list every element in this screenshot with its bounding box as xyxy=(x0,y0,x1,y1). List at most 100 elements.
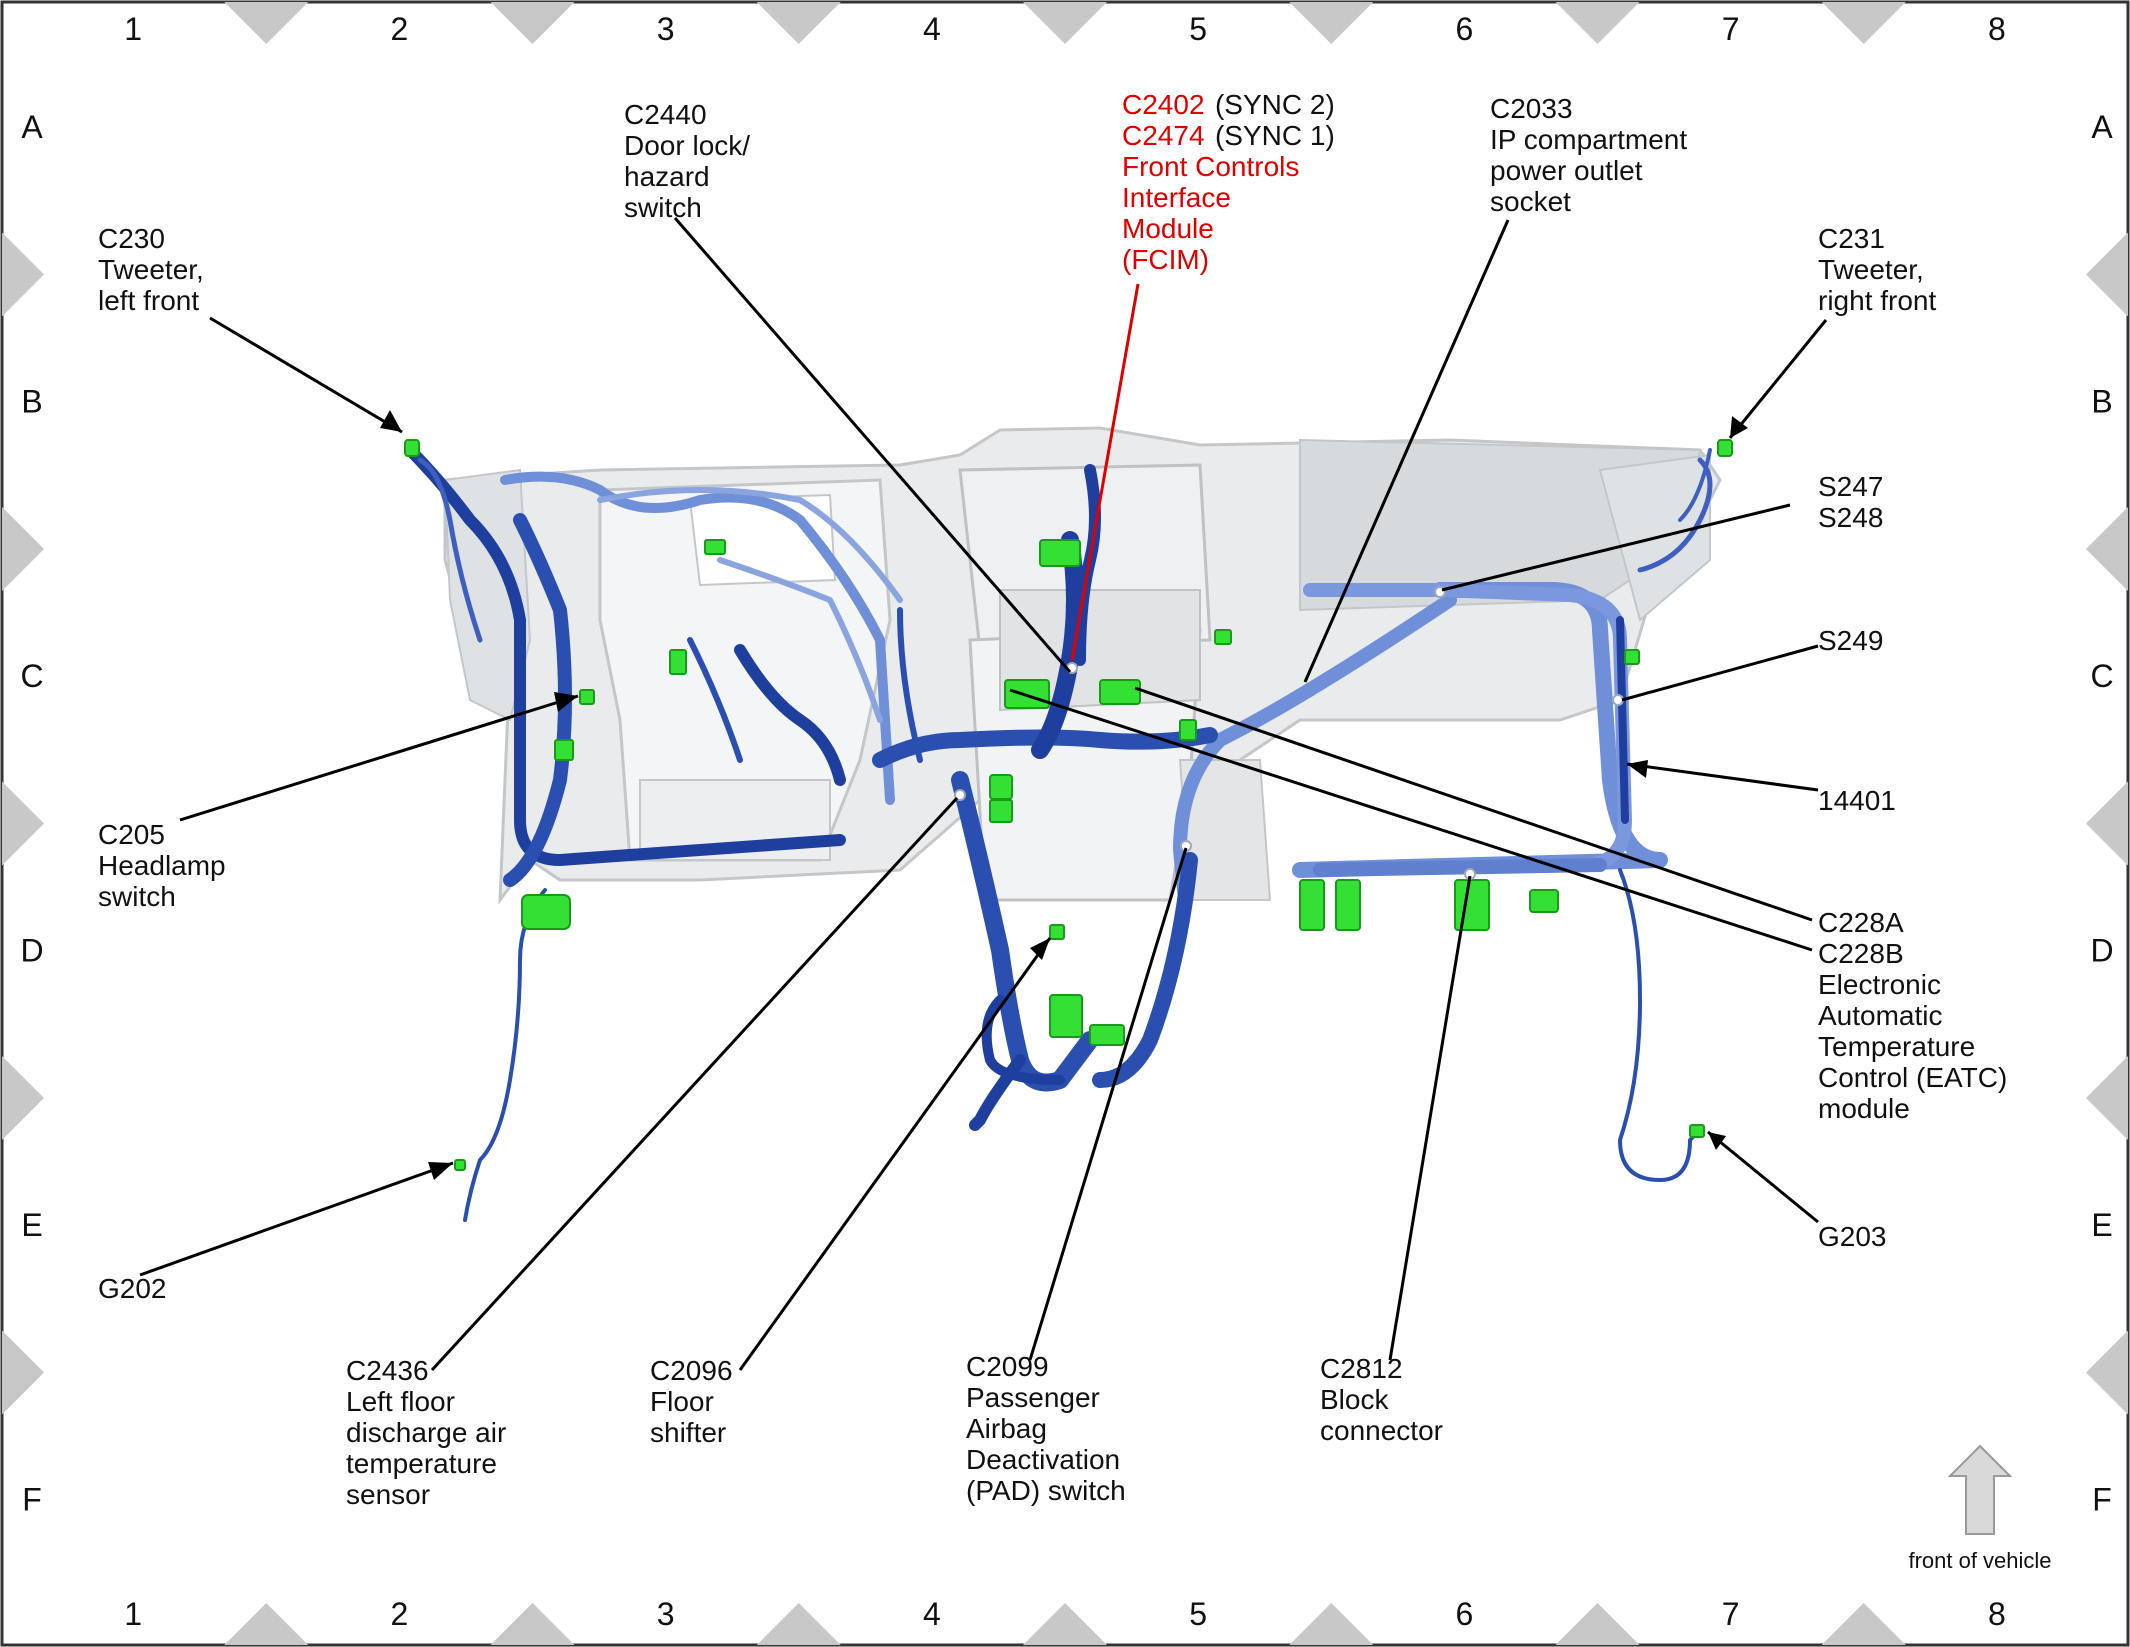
leader-fcim xyxy=(1070,283,1140,661)
border-marker-left-3 xyxy=(2,781,44,866)
connector-cluster-a xyxy=(669,649,687,675)
callout-fcim-line-3: Front Controls xyxy=(1122,151,1299,182)
callout-c2033: C2033 IP compartment power outlet socket xyxy=(1490,93,1687,217)
border-marker-left-2 xyxy=(2,507,44,591)
callout-fcim-line-5: Module xyxy=(1122,213,1214,244)
connector-s249 xyxy=(1624,649,1640,665)
border-marker-top-2 xyxy=(490,2,575,44)
border-marker-right-4 xyxy=(2086,1056,2128,1140)
callout-c2440-line-2: Door lock/ xyxy=(624,130,750,161)
arrowhead-c231 xyxy=(1730,416,1748,438)
border-marker-top-5 xyxy=(1289,2,1374,44)
splice-s249 xyxy=(1612,694,1624,706)
callout-c228-line-1: C228A xyxy=(1818,907,1904,938)
connector-c2812-c xyxy=(1454,879,1490,931)
border-marker-right-1 xyxy=(2086,232,2128,317)
grid-row-right-F: F xyxy=(2092,1482,2112,1518)
callout-s249: S249 xyxy=(1818,625,1883,656)
border-marker-top-1 xyxy=(224,2,309,44)
grid-col-top-2: 2 xyxy=(390,11,408,47)
callout-c231: C231 Tweeter, right front xyxy=(1818,223,1936,316)
callout-c2096-line-1: C2096 xyxy=(650,1355,733,1386)
connector-g203 xyxy=(1689,1124,1705,1138)
grid-row-right-C: C xyxy=(2090,658,2113,694)
callout-c2812-line-3: connector xyxy=(1320,1415,1443,1446)
connector-center-lower xyxy=(989,799,1013,823)
arrowhead-c230 xyxy=(380,410,402,432)
callout-c2440: C2440 Door lock/ hazard switch xyxy=(624,99,750,223)
callout-c205-line-1: C205 xyxy=(98,819,165,850)
border-marker-bottom-1 xyxy=(224,1603,309,1645)
grid-row-left-D: D xyxy=(20,933,43,969)
callout-c2033-line-1: C2033 xyxy=(1490,93,1573,124)
callout-s247-s248: S247 S248 xyxy=(1818,471,1883,533)
callout-c228-line-3: Electronic xyxy=(1818,969,1941,1000)
grid-row-right-A: A xyxy=(2091,109,2113,145)
border-marker-top-3 xyxy=(756,2,841,44)
front-of-vehicle-label: front of vehicle xyxy=(1908,1548,2051,1573)
callout-c2099-line-4: Deactivation xyxy=(966,1444,1120,1475)
callout-c2099-line-3: Airbag xyxy=(966,1413,1047,1444)
border-marker-right-5 xyxy=(2086,1330,2128,1415)
arrowhead-g203 xyxy=(1708,1132,1726,1150)
callout-c2099: C2099 Passenger Airbag Deactivation (PAD… xyxy=(966,1351,1126,1506)
callout-c228: C228A C228B Electronic Automatic Tempera… xyxy=(1818,907,2007,1124)
splice-c2436 xyxy=(954,789,966,801)
callout-fcim-line-6: (FCIM) xyxy=(1122,244,1209,275)
grid-row-left-F: F xyxy=(22,1482,42,1518)
border-marker-left-1 xyxy=(2,232,44,317)
fcim-code-a: C2402 xyxy=(1122,89,1205,120)
callout-c2099-line-1: C2099 xyxy=(966,1351,1049,1382)
leader-c228b xyxy=(1009,688,1813,952)
callout-c2812-line-1: C2812 xyxy=(1320,1353,1403,1384)
border-marker-right-3 xyxy=(2086,781,2128,866)
connector-center-right xyxy=(1179,719,1197,741)
grid-col-top-1: 1 xyxy=(124,11,142,47)
border-marker-bottom-2 xyxy=(490,1603,575,1645)
callout-c2099-line-5: (PAD) switch xyxy=(966,1475,1126,1506)
callout-c2033-line-4: socket xyxy=(1490,186,1571,217)
connector-c2812-a xyxy=(1299,879,1325,931)
grid-col-bottom-5: 5 xyxy=(1189,1596,1207,1632)
callout-c231-line-3: right front xyxy=(1818,285,1936,316)
border-marker-top-4 xyxy=(1023,2,1107,44)
connector-c2812-d xyxy=(1529,889,1559,913)
callout-c230-line-2: Tweeter, xyxy=(98,254,204,285)
connector-top-center xyxy=(1039,539,1081,567)
callout-c205-line-2: Headlamp xyxy=(98,850,226,881)
connector-large-left xyxy=(521,894,571,930)
border-marker-bottom-7 xyxy=(1821,1603,1906,1645)
grid-row-left-E: E xyxy=(21,1207,42,1243)
grid-col-bottom-6: 6 xyxy=(1455,1596,1473,1632)
grid-row-left-B: B xyxy=(21,384,42,420)
leader-c2812 xyxy=(1388,875,1472,1361)
grid-row-right-D: D xyxy=(2090,933,2113,969)
grid-col-bottom-1: 1 xyxy=(124,1596,142,1632)
border-marker-right-2 xyxy=(2086,507,2128,591)
connector-g202 xyxy=(454,1159,466,1171)
leader-c2440 xyxy=(673,217,1072,673)
leader-c2033 xyxy=(1303,219,1510,683)
leader-14401 xyxy=(1626,762,1819,792)
callout-c230-line-3: left front xyxy=(98,285,199,316)
callout-c2436-line-5: sensor xyxy=(346,1479,430,1510)
callout-c2812-line-2: Block xyxy=(1320,1384,1389,1415)
leader-c2096 xyxy=(738,937,1052,1371)
callout-c2096: C2096 Floor shifter xyxy=(650,1355,733,1448)
callout-fcim-line-1: C2402 (SYNC 2) xyxy=(1122,89,1335,120)
callout-c231-line-1: C231 xyxy=(1818,223,1885,254)
callout-c2436-line-2: Left floor xyxy=(346,1386,455,1417)
grid-row-left-A: A xyxy=(21,109,43,145)
callout-fcim: C2402 (SYNC 2) C2474 (SYNC 1) Front Cont… xyxy=(1122,89,1335,275)
grid-col-bottom-4: 4 xyxy=(923,1596,941,1632)
callout-fcim-line-4: Interface xyxy=(1122,182,1231,213)
callout-c205-line-3: switch xyxy=(98,881,176,912)
callout-fcim-line-2: C2474 (SYNC 1) xyxy=(1122,120,1335,151)
connector-cluster-b xyxy=(704,539,726,555)
border-marker-bottom-4 xyxy=(1023,1603,1107,1645)
callout-g202: G202 xyxy=(98,1273,167,1304)
callout-14401: 14401 xyxy=(1818,785,1896,816)
callout-c2812: C2812 Block connector xyxy=(1320,1353,1443,1446)
